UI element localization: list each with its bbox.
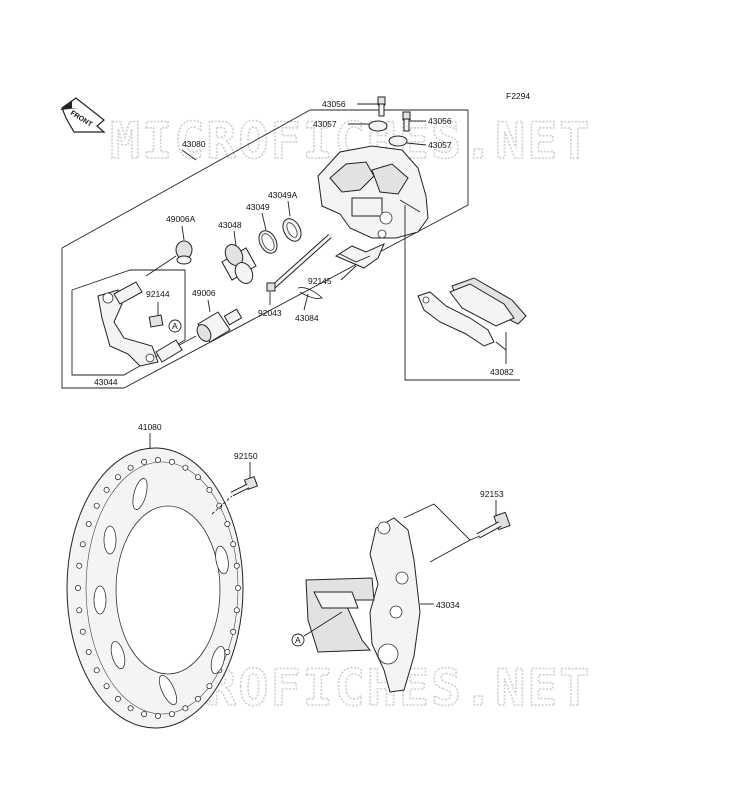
boot-49006a <box>175 240 193 265</box>
label-49006a: 49006A <box>166 214 196 224</box>
disc-slots <box>93 478 229 706</box>
disc-vent-hole <box>103 683 110 690</box>
label-92153: 92153 <box>480 489 504 499</box>
label-43044: 43044 <box>94 377 118 387</box>
washer-left <box>368 120 388 132</box>
disc-vent-hole <box>168 711 175 718</box>
brake-disc-41080 <box>66 447 244 729</box>
disc-vent-hole <box>85 521 92 528</box>
disc-vent-hole <box>194 474 201 481</box>
bracket-box-43034 <box>403 503 471 563</box>
label-92144: 92144 <box>146 289 170 299</box>
clip-43084 <box>297 287 323 299</box>
disc-vent-hole <box>194 695 201 702</box>
boot-49006 <box>196 308 243 343</box>
disc-vent-hole <box>230 628 237 635</box>
disc-vent-hole <box>115 695 122 702</box>
label-43084: 43084 <box>295 313 319 323</box>
piston-43048 <box>221 244 257 284</box>
bolt-92153 <box>476 511 511 539</box>
label-43057-b: 43057 <box>428 140 452 150</box>
disc-vent-hole <box>93 502 100 509</box>
label-43034: 43034 <box>436 600 460 610</box>
svg-text:A: A <box>172 321 178 331</box>
spring-92145 <box>334 243 385 269</box>
disc-vent-hole <box>154 456 161 463</box>
disc-vent-hole <box>206 683 213 690</box>
disc-vent-hole <box>206 486 213 493</box>
disc-vent-hole <box>233 562 240 569</box>
callout-a-lower: A <box>291 633 305 647</box>
label-43056-b: 43056 <box>428 116 452 126</box>
label-43057-a: 43057 <box>313 119 337 129</box>
disc-vent-hole <box>154 713 161 720</box>
disc-vent-hole <box>224 521 231 528</box>
disc-vent-hole <box>216 502 223 509</box>
washer-right <box>388 135 408 147</box>
disc-vent-hole <box>79 541 86 548</box>
disc-vent-hole <box>234 585 241 592</box>
disc-vent-hole <box>76 562 83 569</box>
disc-vent-hole <box>141 711 148 718</box>
disc-vent-hole <box>103 486 110 493</box>
disc-vent-hole <box>127 705 134 712</box>
label-92043: 92043 <box>258 308 282 318</box>
disc-vent-hole <box>79 628 86 635</box>
label-92150: 92150 <box>234 451 258 461</box>
disc-vent-hole <box>141 458 148 465</box>
disc-vent-hole <box>76 607 83 614</box>
caliper-bracket-43044 <box>97 281 183 367</box>
pin-92043 <box>266 234 332 292</box>
disc-vent-hole <box>182 705 189 712</box>
bleeder-valve-left <box>377 96 386 117</box>
caliper-assembly-box <box>61 109 469 389</box>
disc-vent-hole <box>224 649 231 656</box>
disc-vent-hole <box>182 464 189 471</box>
front-arrow-icon: FRONT <box>60 97 106 133</box>
disc-vent-hole <box>233 607 240 614</box>
pads-box-43082 <box>404 205 520 381</box>
caliper-bracket-43034 <box>305 517 421 693</box>
label-43048: 43048 <box>218 220 242 230</box>
disc-vent-hole <box>115 474 122 481</box>
label-43082: 43082 <box>490 367 514 377</box>
label-43049: 43049 <box>246 202 270 212</box>
pad-spring-92144 <box>148 314 164 328</box>
brake-pads-43082 <box>417 277 527 347</box>
label-92145: 92145 <box>308 276 332 286</box>
disc-vent-hole <box>85 649 92 656</box>
svg-text:A: A <box>295 635 301 645</box>
label-41080: 41080 <box>138 422 162 432</box>
bracket-box-43044 <box>71 269 186 376</box>
label-43049a: 43049A <box>268 190 298 200</box>
disc-vent-hole <box>93 667 100 674</box>
label-43056-a: 43056 <box>322 99 346 109</box>
bleeder-valve-right <box>402 111 411 132</box>
bolt-92150 <box>230 475 259 497</box>
disc-vent-hole <box>230 541 237 548</box>
label-43080: 43080 <box>182 139 206 149</box>
callout-a-upper: A <box>168 319 182 333</box>
caliper-body <box>317 145 429 239</box>
disc-vent-hole <box>75 585 82 592</box>
figure-code: F2294 <box>506 91 530 101</box>
disc-vent-hole <box>168 458 175 465</box>
label-49006: 49006 <box>192 288 216 298</box>
disc-vent-hole <box>127 464 134 471</box>
